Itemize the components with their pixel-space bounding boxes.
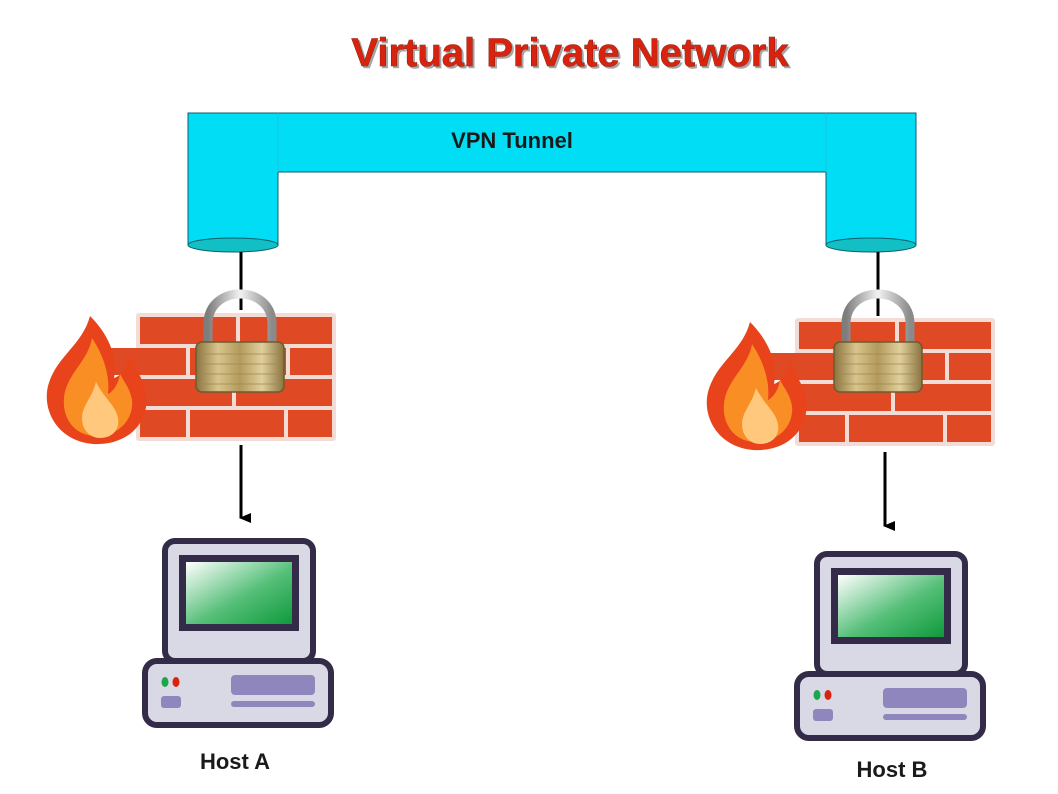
host-b-label: Host B bbox=[857, 757, 928, 782]
page-title: Virtual Private Network bbox=[351, 31, 789, 75]
tunnel-end-left bbox=[187, 237, 279, 253]
flame-icon-right bbox=[706, 322, 807, 451]
host-a-label: Host A bbox=[200, 749, 270, 774]
computer-icon-host-b bbox=[797, 554, 983, 738]
vpn-tunnel: VPN Tunnel bbox=[187, 112, 917, 253]
flame-icon-left bbox=[46, 316, 147, 445]
computer-icon-host-a bbox=[145, 541, 331, 725]
tunnel-end-right bbox=[825, 237, 917, 253]
tunnel-label: VPN Tunnel bbox=[451, 128, 573, 153]
